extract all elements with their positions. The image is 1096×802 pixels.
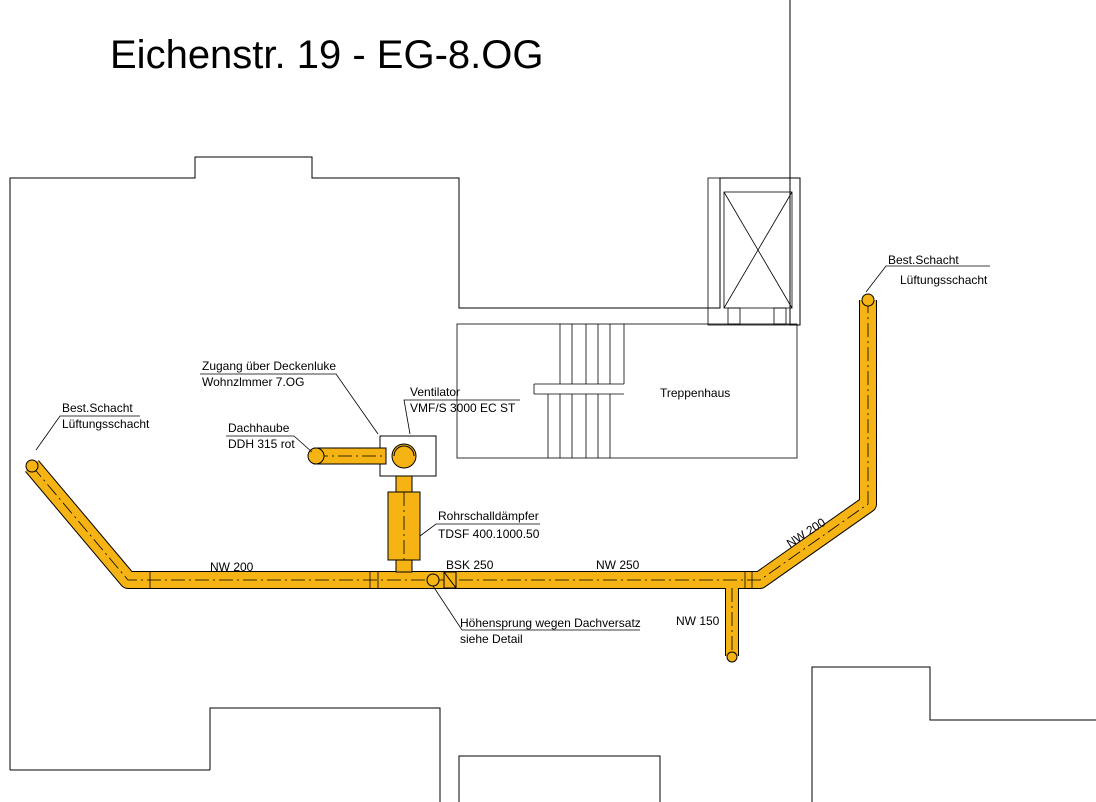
silencer-connector-bottom [395, 559, 413, 573]
right-shaft-cap [861, 293, 875, 307]
height-jump-marker [426, 573, 440, 587]
silencer-label-2: TDSF 400.1000.50 [438, 527, 540, 541]
nw150-label: NW 150 [676, 614, 720, 628]
fan-label-2: VMF/S 3000 EC ST [410, 401, 516, 415]
left-shaft-cap [25, 459, 39, 473]
nw250-label: NW 250 [596, 558, 640, 572]
silencer-label-1: Rohrschalldämpfer [438, 509, 539, 523]
hood-label-2: DDH 315 rot [228, 437, 295, 451]
stairwell-label: Treppenhaus [660, 386, 730, 400]
duct-network [25, 293, 877, 663]
elevator-shaft [707, 177, 801, 326]
fan-label-1: Ventilator [410, 385, 460, 399]
nw200-left-label: NW 200 [210, 560, 254, 574]
hood-label-1: Dachhaube [228, 421, 290, 435]
nw150-end-cap [726, 651, 738, 663]
height-jump-label-1: Höhensprung wegen Dachversatz [460, 616, 641, 630]
left-shaft-label-2: Lüftungsschacht [62, 417, 150, 431]
building-walls [9, 0, 1096, 802]
fan-icon [391, 443, 417, 469]
silencer-connector-top [395, 475, 413, 493]
stairwell: Treppenhaus [456, 323, 798, 459]
left-shaft-label-1: Best.Schacht [62, 401, 133, 415]
access-label-2: Wohnzlmmer 7.OG [202, 375, 304, 389]
leader-lines [35, 265, 990, 631]
bsk-label: BSK 250 [446, 558, 494, 572]
access-label-1: Zugang über Deckenluke [202, 359, 336, 373]
right-shaft-label-2: Lüftungsschacht [900, 273, 988, 287]
drawing-title: Eichenstr. 19 - EG-8.OG [110, 33, 544, 77]
right-shaft-label-1: Best.Schacht [888, 253, 959, 267]
height-jump-label-2: siehe Detail [460, 632, 523, 646]
